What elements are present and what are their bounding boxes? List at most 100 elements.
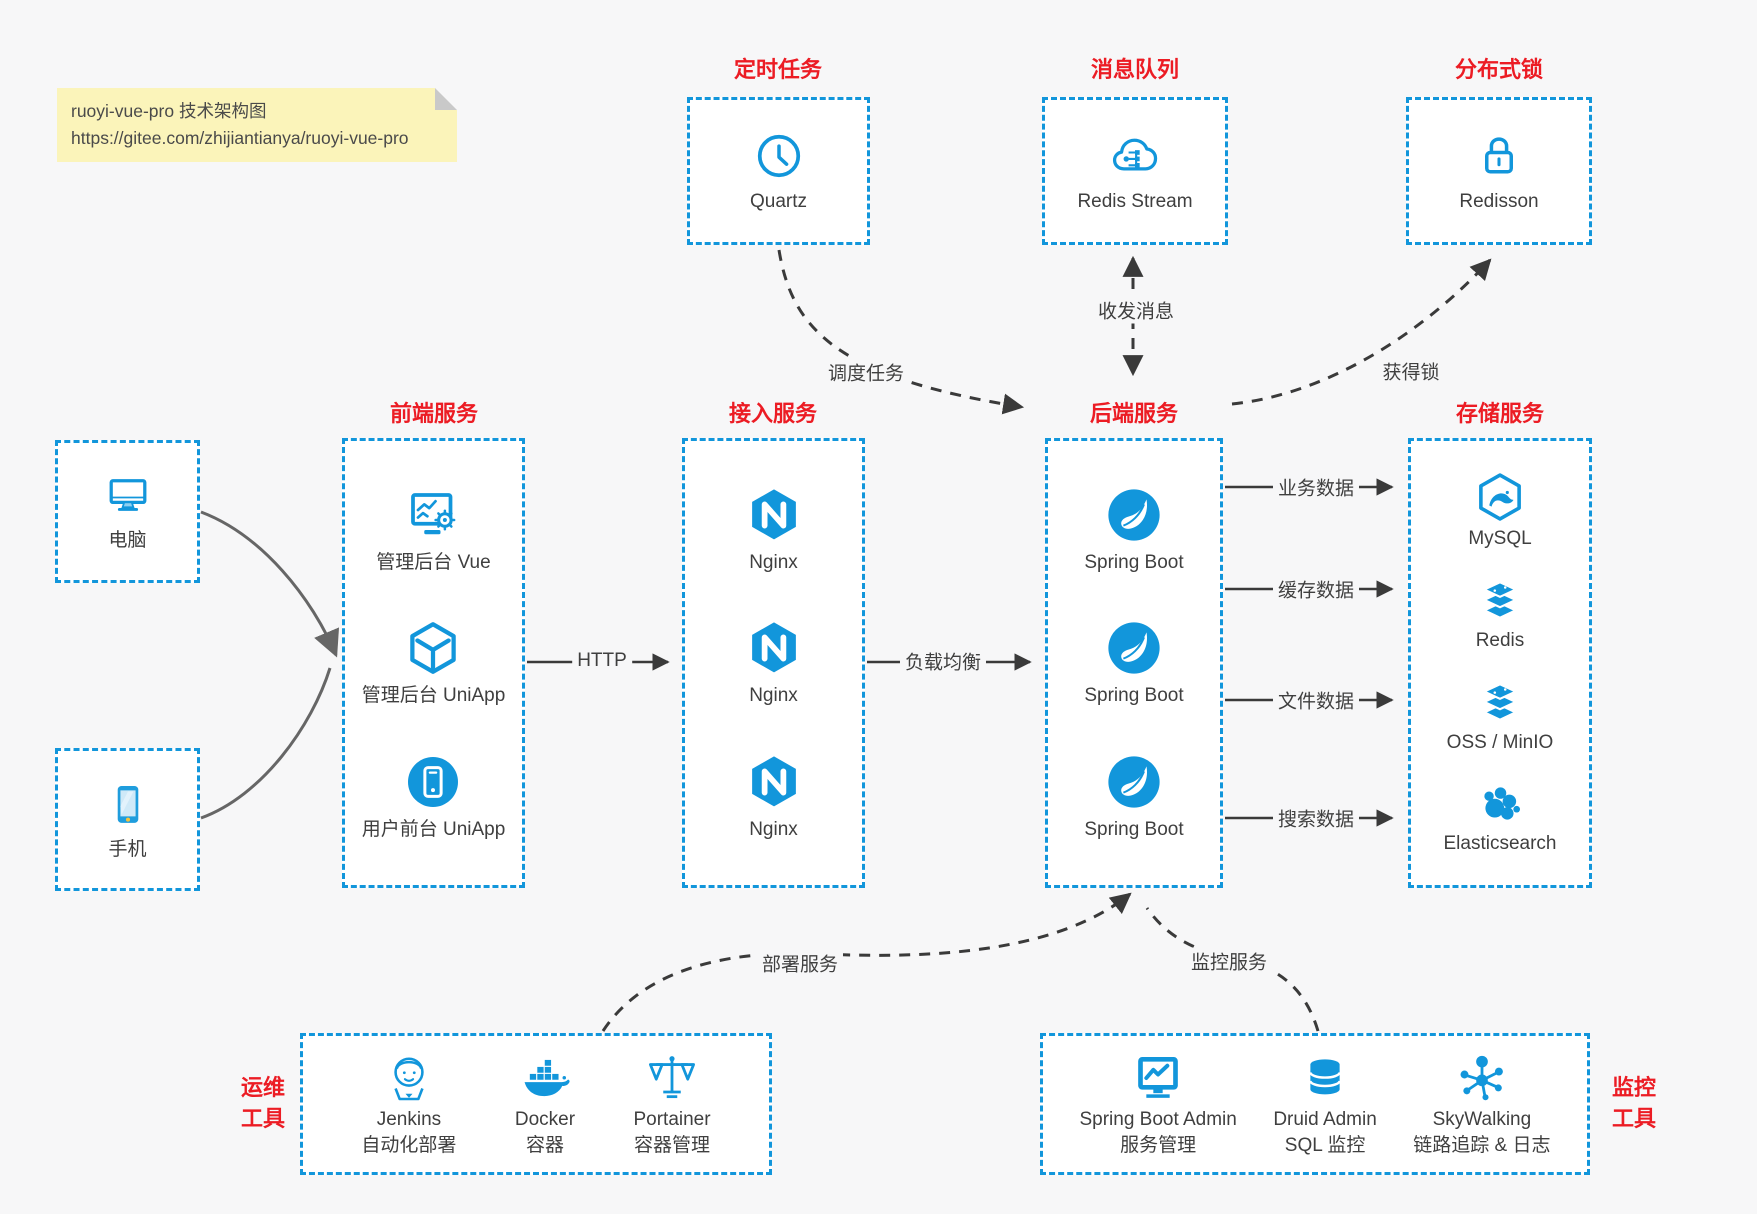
title-gateway: 接入服务 (728, 401, 818, 426)
spring-icon (1108, 489, 1160, 541)
node-quartz: Quartz (750, 128, 807, 214)
label-business-data: 业务数据 (1272, 473, 1360, 501)
title-monitoring: 监控 工具 (1612, 1073, 1656, 1135)
label-schedule: 调度任务 (822, 358, 910, 386)
node-sublabel: 服务管理 (1120, 1135, 1197, 1156)
node-label: Spring Boot (1084, 818, 1184, 840)
node-nginx-1: Nginx (744, 485, 804, 575)
node-admin-uniapp: 管理后台 UniApp (361, 618, 506, 708)
node-sublabel: 自动化部署 (361, 1135, 457, 1156)
node-sublabel: 容器 (525, 1135, 564, 1156)
title-scheduler: 定时任务 (733, 57, 823, 82)
scales-icon (649, 1056, 695, 1099)
sticky-note: ruoyi-vue-pro 技术架构图 https://gitee.com/zh… (57, 88, 457, 163)
smartphone-icon (117, 785, 138, 823)
node-label: 管理后台 UniApp (361, 685, 506, 707)
node-label: Nginx (749, 551, 798, 573)
box-gateway: Nginx Nginx Nginx (682, 438, 865, 888)
oss-stack-icon (1481, 682, 1519, 721)
nginx-icon (751, 755, 796, 806)
mysql-icon (1479, 473, 1521, 521)
label-deploy: 部署服务 (756, 949, 844, 977)
note-title: ruoyi-vue-pro 技术架构图 (71, 101, 267, 121)
edge-schedule (777, 249, 1025, 415)
title-lock: 分布式锁 (1454, 57, 1544, 82)
box-lock: Redisson (1406, 97, 1592, 245)
title-mq: 消息队列 (1090, 57, 1180, 82)
node-redisson: Redisson (1459, 128, 1539, 214)
node-skywalking: SkyWalking 链路追踪 & 日志 (1413, 1050, 1551, 1158)
title-backend: 后端服务 (1089, 401, 1179, 426)
spring-icon (1108, 755, 1160, 808)
node-druid: Druid Admin SQL 监控 (1273, 1050, 1377, 1158)
node-springboot-3: Spring Boot (1084, 752, 1184, 842)
node-label: 用户前台 UniApp (361, 818, 506, 840)
node-nginx-2: Nginx (744, 618, 804, 708)
node-label: 手机 (108, 838, 147, 860)
title-storage: 存储服务 (1455, 401, 1545, 426)
jenkins-icon (394, 1057, 424, 1101)
node-label: MySQL (1468, 528, 1532, 549)
node-label: Portainer (633, 1109, 711, 1131)
padlock-icon (1485, 137, 1513, 174)
elasticsearch-icon (1484, 787, 1520, 820)
admin-monitor-icon (411, 492, 456, 534)
node-springboot-2: Spring Boot (1084, 618, 1184, 708)
title-frontend: 前端服务 (389, 401, 479, 426)
monitor-chart-icon (1138, 1057, 1178, 1099)
label-cache-data: 缓存数据 (1272, 575, 1360, 603)
node-label: Redis Stream (1077, 191, 1193, 213)
node-user-uniapp: 用户前台 UniApp (361, 752, 506, 842)
node-label: Spring Boot Admin (1079, 1109, 1237, 1131)
node-elasticsearch: Elasticsearch (1444, 779, 1557, 856)
node-sublabel: 容器管理 (634, 1135, 711, 1156)
node-label: Nginx (749, 818, 798, 840)
nginx-icon (751, 622, 796, 673)
node-docker: Docker 容器 (515, 1050, 575, 1158)
node-sublabel: SQL 监控 (1284, 1135, 1366, 1156)
node-label: OSS / MinIO (1446, 731, 1554, 753)
node-label: Redis (1475, 629, 1525, 651)
box-client-phone: 手机 (55, 748, 200, 891)
box-frontend: 管理后台 Vue 管理后台 UniApp 用户前台 UniApp (342, 438, 525, 888)
title-ops-line1: 运维 (240, 1075, 286, 1101)
edge-pc-to-frontend (200, 510, 340, 658)
title-ops-line2: 工具 (240, 1106, 286, 1131)
edge-phone-to-frontend (200, 667, 332, 820)
box-client-pc: 电脑 (55, 440, 200, 583)
nginx-icon (751, 489, 796, 540)
node-label: Docker (514, 1109, 576, 1131)
cube-icon (410, 622, 457, 674)
node-phone: 手机 (102, 778, 154, 862)
box-storage: MySQL Redis OSS / MinIO (1408, 438, 1592, 888)
note-url: https://gitee.com/zhijiantianya/ruoyi-vu… (71, 128, 409, 149)
node-admin-vue: 管理后台 Vue (376, 485, 491, 575)
node-label: Quartz (749, 191, 808, 213)
edge-monitor (1145, 907, 1320, 1032)
label-monitor: 监控服务 (1185, 947, 1273, 975)
node-label: Spring Boot (1084, 685, 1184, 707)
title-ops: 运维 工具 (241, 1073, 285, 1135)
node-label: SkyWalking (1432, 1109, 1532, 1131)
cloud-stream-icon (1112, 138, 1158, 171)
label-search-data: 搜索数据 (1272, 804, 1360, 832)
note-fold-corner (435, 88, 457, 110)
node-label: 管理后台 Vue (376, 551, 491, 573)
node-portainer: Portainer 容器管理 (633, 1050, 711, 1158)
molecule-icon (1460, 1056, 1503, 1101)
node-label: Druid Admin (1273, 1109, 1377, 1131)
label-messages: 收发消息 (1092, 296, 1180, 324)
node-label: Elasticsearch (1443, 833, 1557, 855)
database-icon (1309, 1059, 1341, 1095)
label-load-balance: 负载均衡 (899, 647, 987, 675)
title-monitoring-line1: 监控 (1611, 1075, 1657, 1101)
node-label: 电脑 (108, 529, 147, 551)
spring-icon (1108, 622, 1160, 674)
title-monitoring-line2: 工具 (1611, 1106, 1657, 1131)
label-acquire-lock: 获得锁 (1377, 357, 1445, 385)
node-label: Jenkins (376, 1109, 442, 1131)
box-mq: Redis Stream (1042, 97, 1228, 245)
node-springboot-admin: Spring Boot Admin 服务管理 (1079, 1050, 1237, 1158)
label-file-data: 文件数据 (1272, 686, 1360, 714)
